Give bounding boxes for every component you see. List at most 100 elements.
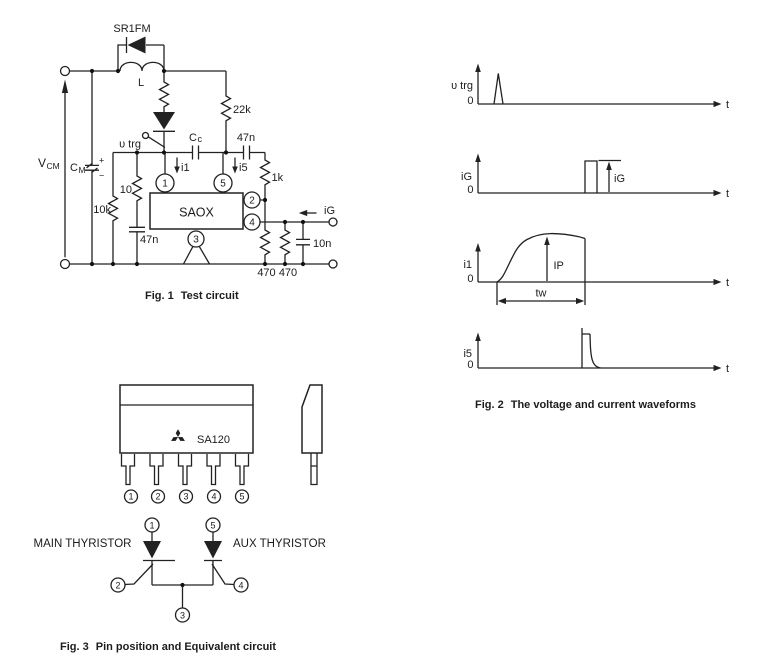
i1-ylabel: i1 [463,259,472,271]
chip-body [149,192,244,230]
cap-10n-label: 10n [313,238,331,250]
eq-pin5-circle [205,517,221,533]
ig-pulse [584,160,598,193]
waveform-i5: i5 0 t [463,328,729,375]
pin-leads [164,152,330,265]
resistor-1k [259,152,271,200]
i5-zero: 0 [467,359,473,371]
svg-text:3: 3 [180,610,185,620]
i1-arrowhead [174,166,180,174]
package-leads [120,454,250,486]
resistor-470a [259,200,271,264]
pin3-circle [187,230,205,248]
pin2-circle [243,191,261,209]
svg-text:1: 1 [128,492,133,502]
pin4-number: 4 [249,218,255,229]
resistor-10-cap-47n [129,152,145,264]
pin5-number: 5 [220,179,226,190]
vtrg-ylabel: υ trg [451,80,473,92]
package-side-view [301,384,323,486]
junction-dots [89,68,306,267]
trigger-label: υ trg [119,139,141,151]
thyristor-cathode [153,130,175,153]
svg-text:5: 5 [210,520,215,530]
equivalent-circuit: 1 5 2 4 3 MAIN THYRISTOR AUX THYRISTOR [34,517,326,623]
i1-xlabel: t [726,277,729,289]
i5-label: i5 [239,162,248,174]
chip-label: SAOX [179,206,214,220]
terminal-ig [328,217,338,227]
cap-10n [296,222,310,264]
tw-label: tw [536,288,547,300]
waveform-ig: iG 0 iG t [461,153,729,200]
svg-text:2: 2 [115,580,120,590]
pin2-number: 2 [249,196,255,207]
vcm-arrowhead [61,79,69,93]
svg-text:5: 5 [239,492,244,502]
eq-pin4-circle [233,577,249,593]
cap-cm [85,71,99,264]
ig-zero: 0 [467,184,473,196]
fig1-test-circuit: SR1FM L υ trg 22k C c 47n 1k 10 10k 47n … [38,23,338,302]
fig2-waveforms: υ trg 0 t iG 0 iG t [451,63,729,411]
terminal-bottom-left [59,258,71,270]
resistor-470b [279,222,291,264]
diode-label: SR1FM [113,23,150,35]
pin4-circle [243,213,261,231]
resistor-10k [107,152,119,264]
i1-curve [496,232,586,283]
res-470a-label: 470 [257,267,275,279]
inductor-coil [119,61,165,72]
waveform-vtrg: υ trg 0 t [451,63,729,111]
eq-pin3-circle [174,607,191,623]
aux-gate-lead [211,563,235,586]
cm-label-sub: M [79,165,86,175]
trigger-terminal [141,131,150,140]
ig-amplitude-label: iG [614,173,625,185]
thyristor-triangle [153,112,175,130]
eq-pin1-circle [144,517,160,533]
resistor-22k [220,71,232,153]
pin1-number: 1 [162,179,168,190]
fig3-pin-position: SA120 1 2 3 4 5 [34,384,326,653]
cap-47n-top [242,145,251,160]
ig-arrowhead [298,209,308,217]
cm-plus-sign: + [99,156,104,166]
package-pin-numbers: 1 2 3 4 5 [123,489,250,504]
res-10-label: 10 [120,184,132,196]
svg-text:1: 1 [149,520,154,530]
gate-lead [147,136,166,149]
res-22k-label: 22k [233,104,251,116]
pin1-circle [155,173,175,193]
eq-pin2-circle [110,577,126,593]
vtrg-zero: 0 [467,95,473,107]
terminal-bottom-right [328,259,338,269]
svg-text:3: 3 [183,492,188,502]
svg-text:2: 2 [155,492,160,502]
mitsubishi-logo [171,429,185,441]
cap-47n-top-label: 47n [237,132,255,144]
svg-text:4: 4 [238,580,243,590]
cap-47n-left-label: 47n [140,234,158,246]
i5-xlabel: t [726,363,729,375]
series-resistor [158,71,170,112]
terminal-top-left [59,65,71,77]
pin3-number: 3 [193,235,199,246]
diode-loop-wire [117,37,165,71]
ig-ylabel: iG [461,171,472,183]
main-gate-lead [124,563,154,586]
pin5-circle [213,173,233,193]
cap-cc-label: C [189,132,197,144]
svg-text:4: 4 [211,492,216,502]
ip-label: IP [554,260,564,272]
aux-thyristor-triangle [204,541,222,559]
cm-label: C [70,162,78,174]
res-10k-label: 10k [93,204,111,216]
i1-label: i1 [181,162,190,174]
waveform-i1: i1 0 IP tw t [463,232,729,305]
